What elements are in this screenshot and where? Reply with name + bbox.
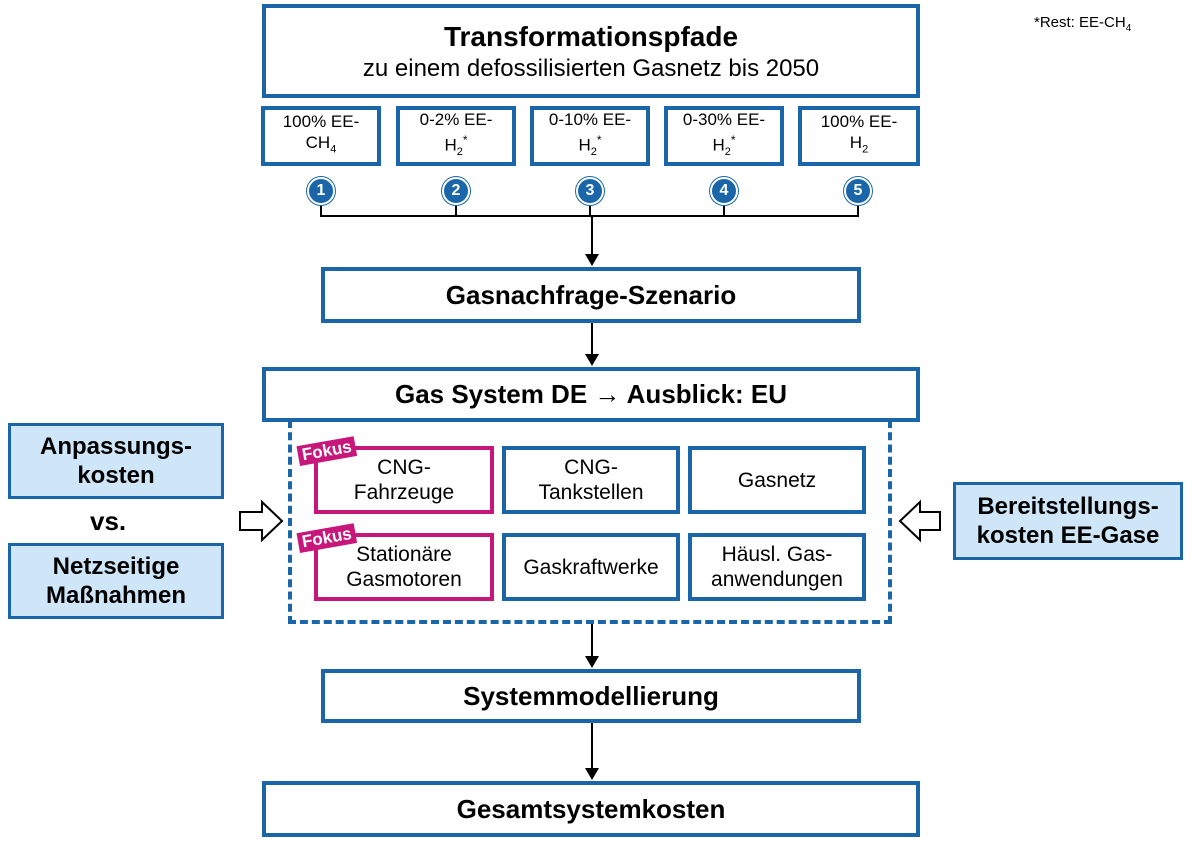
path-box-2: 0-2% EE- H2* [396, 106, 516, 166]
path-box-1: 100% EE- CH4 [261, 106, 381, 166]
gasnetz-box: Gasnetz [688, 446, 866, 514]
connector-4 [723, 200, 725, 216]
title-heading: Transformationspfade [443, 20, 739, 52]
path-box-3: 0-10% EE- H2* [530, 106, 650, 166]
systemmodellierung-box: Systemmodellierung [321, 669, 861, 723]
netzseitige-massnahmen-box: Netzseitige Maßnahmen [8, 543, 224, 619]
path-number-2: 2 [442, 177, 470, 205]
arrowhead-modelling [585, 656, 599, 668]
path-number-5: 5 [844, 177, 872, 205]
gaskraftwerke-box: Gaskraftwerke [502, 533, 680, 601]
haeusl-gasanwendungen-box: Häusl. Gas- anwendungen [688, 533, 866, 601]
gesamtsystemkosten-box: Gesamtsystemkosten [262, 781, 920, 837]
path-box-4: 0-30% EE- H2* [664, 106, 784, 166]
path-box-5: 100% EE- H2 [798, 106, 920, 166]
path-number-3: 3 [576, 177, 604, 205]
connector-5 [857, 200, 859, 216]
right-hollow-arrow [898, 499, 941, 543]
footnote: *Rest: EE-CH4 [1034, 14, 1132, 34]
gas-system-box: Gas System DE → Ausblick: EU [262, 367, 920, 422]
path-number-1: 1 [307, 177, 335, 205]
connector-2 [455, 200, 457, 216]
connector-3 [589, 200, 591, 216]
title-subheading: zu einem defossilisierten Gasnetz bis 20… [362, 54, 820, 82]
vs-label: vs. [90, 506, 127, 536]
demand-scenario-box: Gasnachfrage-Szenario [321, 267, 861, 323]
arrowhead-costs [585, 768, 599, 780]
stationaere-gasmotoren-box: Stationäre Gasmotoren [314, 533, 494, 601]
path-number-4: 4 [710, 177, 738, 205]
bereitstellungskosten-box: Bereitstellungs- kosten EE-Gase [953, 482, 1183, 560]
cng-tankstellen-box: CNG- Tankstellen [502, 446, 680, 514]
arrowhead-system [585, 354, 599, 366]
anpassungskosten-box: Anpassungs- kosten [8, 423, 224, 499]
title-box: Transformationspfade zu einem defossilis… [262, 4, 920, 98]
connector-1 [320, 200, 322, 216]
gas-system-dashed-frame [288, 420, 892, 624]
arrowhead-demand [585, 254, 599, 266]
connector-bar [320, 215, 859, 217]
left-hollow-arrow [239, 499, 284, 543]
